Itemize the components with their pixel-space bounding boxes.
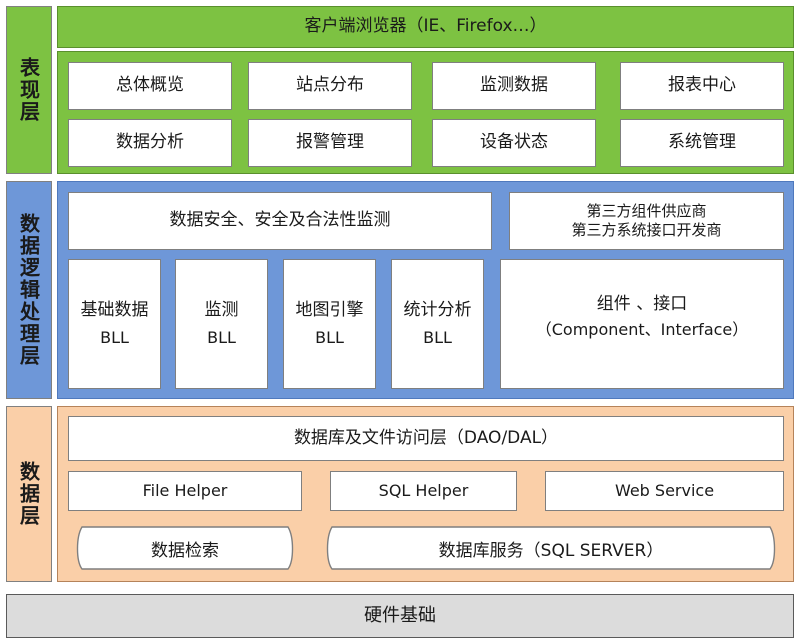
- bll-kind: BLL: [423, 327, 452, 347]
- bll-kind: BLL: [315, 327, 344, 347]
- module-card-monitoring-data[interactable]: 监测数据: [432, 62, 596, 110]
- layer-label-data: 数据层: [6, 406, 52, 582]
- tape-shape-icon: [76, 526, 294, 570]
- module-card-data-analysis[interactable]: 数据分析: [68, 119, 232, 167]
- component-line2: （Component、Interface）: [535, 319, 749, 339]
- tape-shape-icon: [326, 526, 776, 570]
- bll-name: 基础数据: [80, 299, 149, 320]
- helper-card-sql-helper[interactable]: SQL Helper: [330, 471, 517, 511]
- component-line1: 组件 、接口: [596, 293, 688, 314]
- bll-card-monitoring[interactable]: 监测 BLL: [175, 259, 268, 389]
- bll-name: 统计分析: [403, 299, 472, 320]
- bll-card-map-engine[interactable]: 地图引擎 BLL: [283, 259, 376, 389]
- store-card-database-service[interactable]: 数据库服务（SQL SERVER）: [318, 523, 784, 573]
- client-browser-bar: 客户端浏览器（IE、Firefox…）: [57, 6, 794, 48]
- module-card-site-distribution[interactable]: 站点分布: [248, 62, 412, 110]
- component-interface-card[interactable]: 组件 、接口 （Component、Interface）: [500, 259, 784, 389]
- module-card-report-center[interactable]: 报表中心: [620, 62, 784, 110]
- layer-label-presentation: 表现层: [6, 6, 52, 174]
- third-party-line1: 第三方组件供应商: [586, 201, 707, 220]
- layer-label-logic: 数据逻辑处理层: [6, 181, 52, 399]
- hardware-foundation-bar: 硬件基础: [6, 594, 794, 638]
- module-card-device-status[interactable]: 设备状态: [432, 119, 596, 167]
- bll-card-basic-data[interactable]: 基础数据 BLL: [68, 259, 161, 389]
- bll-kind: BLL: [100, 327, 129, 347]
- dao-dal-card[interactable]: 数据库及文件访问层（DAO/DAL）: [68, 416, 784, 461]
- third-party-line2: 第三方系统接口开发商: [571, 221, 722, 239]
- bll-kind: BLL: [207, 327, 236, 347]
- security-monitoring-card[interactable]: 数据安全、安全及合法性监测: [68, 192, 492, 250]
- helper-card-web-service[interactable]: Web Service: [545, 471, 784, 511]
- third-party-card[interactable]: 第三方组件供应商 第三方系统接口开发商: [509, 192, 784, 250]
- store-label: 数据检索: [151, 540, 219, 561]
- module-card-system-management[interactable]: 系统管理: [620, 119, 784, 167]
- module-card-alarm-management[interactable]: 报警管理: [248, 119, 412, 167]
- bll-name: 地图引擎: [295, 299, 364, 320]
- store-card-data-retrieval[interactable]: 数据检索: [68, 523, 302, 573]
- store-label: 数据库服务（SQL SERVER）: [438, 540, 664, 561]
- module-card-overview[interactable]: 总体概览: [68, 62, 232, 110]
- helper-card-file-helper[interactable]: File Helper: [68, 471, 302, 511]
- bll-name: 监测: [204, 299, 239, 320]
- bll-card-statistical-analysis[interactable]: 统计分析 BLL: [391, 259, 484, 389]
